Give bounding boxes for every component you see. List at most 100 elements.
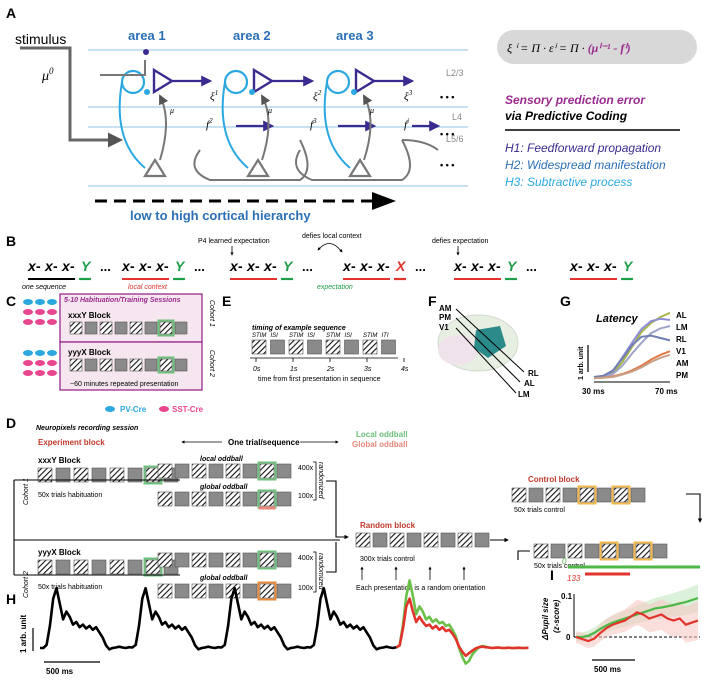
control-arrow-down <box>686 493 703 523</box>
d-habituation-2: 50x trials habituation <box>38 584 102 591</box>
f-3: f3 <box>310 117 317 131</box>
isi-box <box>174 321 188 335</box>
seq-dots: ... <box>194 259 205 274</box>
ellipsis-l56: • • • <box>440 160 454 170</box>
isi-box <box>174 463 190 479</box>
neuropixels-label: Neuropixels recording session <box>36 425 138 432</box>
seq-dash: - <box>164 258 169 274</box>
isi-box <box>84 358 98 372</box>
f-label-al: AL <box>524 379 535 388</box>
local-context-label: local context <box>128 284 168 291</box>
oddball-highlight <box>257 461 277 481</box>
isi-box <box>584 543 600 559</box>
stim-box <box>423 532 439 548</box>
g-x-end: 70 ms <box>655 387 678 396</box>
xi-1: ξ1 <box>210 89 218 103</box>
timing-caption: time from first presentation in sequence <box>258 376 381 383</box>
seq-dash: - <box>351 258 356 274</box>
area-1-circuit: μ <box>100 49 213 178</box>
isi-box <box>55 467 71 483</box>
global-oddball-mark <box>258 506 276 510</box>
stim-box <box>511 487 527 503</box>
n100-2: 100x <box>298 585 314 592</box>
seq-x: x <box>229 258 239 274</box>
mouse-icon <box>47 370 57 376</box>
isi-box <box>528 487 544 503</box>
stim-box <box>109 559 125 575</box>
c-sequence-2 <box>69 356 188 374</box>
d-xxxy-label: xxxY Block <box>38 456 81 465</box>
control-arrow-back <box>517 550 530 560</box>
i-trace <box>575 611 699 643</box>
oddball-highlight <box>577 485 597 505</box>
g-x-start: 30 ms <box>582 387 605 396</box>
area-1-title: area 1 <box>128 28 166 43</box>
g-line-v1 <box>593 334 671 378</box>
panel-letter-e: E <box>222 293 231 309</box>
control-trials-2: 50x trials control <box>534 563 585 570</box>
seq-dash: - <box>53 258 58 274</box>
mouse-icon <box>35 319 45 325</box>
seq-x: x <box>342 258 352 274</box>
equation: ξ ⁱ = Π · εⁱ = Π · (μⁱ⁻¹ - fⁱ) <box>507 41 631 55</box>
isi-box <box>242 583 258 599</box>
stim-box <box>225 491 241 507</box>
isi-box <box>562 487 578 503</box>
stim-box <box>355 532 371 548</box>
seq-dash: - <box>612 258 617 274</box>
pv-mouse-icon <box>105 406 115 412</box>
timing-tick-label: 4s <box>401 366 409 373</box>
isi-box <box>276 463 292 479</box>
isi-box <box>208 552 224 568</box>
timing-title: timing of example sequence <box>252 325 346 332</box>
seq-dash: - <box>578 258 583 274</box>
timing-box <box>325 339 341 355</box>
pe-subheading: via Predictive Coding <box>505 109 628 123</box>
g-label-al: AL <box>676 311 687 320</box>
i-ylabel-2: (z-score) <box>552 599 561 633</box>
seq-dash: - <box>272 258 277 274</box>
panel-letter-b: B <box>6 233 16 249</box>
random-note: Each presentation is a random orientatio… <box>356 585 486 592</box>
n400-1: 400x <box>298 465 314 472</box>
mouse-icon <box>23 319 33 325</box>
timing-box <box>288 339 304 355</box>
random-trials-label: 300x trials control <box>360 556 415 563</box>
seq-x: x <box>155 258 165 274</box>
stim-box <box>157 583 173 599</box>
stim-box <box>73 467 89 483</box>
isi-box <box>440 532 456 548</box>
timing-box-label: ISI <box>345 333 353 339</box>
n400-2: 400x <box>298 555 314 562</box>
area-3-circuit: μ ξ2 f3 ξ3 fi <box>295 67 441 181</box>
stim-box <box>225 463 241 479</box>
f-label-v1: V1 <box>439 323 449 332</box>
seq-x: x <box>470 258 480 274</box>
seq-last: Y <box>507 258 518 274</box>
hypothesis-2: H2: Widespread manifestation <box>505 158 666 172</box>
isi-box <box>55 559 71 575</box>
mouse-icon <box>47 350 57 356</box>
seq-x: x <box>44 258 54 274</box>
i-pupil-traces <box>575 584 699 649</box>
panel-letter-f: F <box>428 293 437 309</box>
f-label-pm: PM <box>439 313 451 322</box>
stim-box <box>37 467 53 483</box>
g-latency-lines <box>593 311 671 380</box>
f-label-rl: RL <box>528 369 539 378</box>
randomized-2: randomized <box>317 553 324 591</box>
stim-box <box>69 321 83 335</box>
panel-letter-i: I <box>550 567 554 583</box>
hierarchy-arrowhead <box>372 192 396 210</box>
isi-box <box>174 552 190 568</box>
seq-x: x <box>487 258 497 274</box>
stim-box <box>129 321 143 335</box>
mouse-icon <box>47 360 57 366</box>
local-oddball-legend: Local oddball <box>356 430 408 439</box>
stim-box <box>159 321 173 335</box>
sst-mouse-icon <box>159 406 169 412</box>
isi-box <box>406 532 422 548</box>
h-trace <box>395 597 529 658</box>
visual-cortex-region <box>474 326 506 358</box>
